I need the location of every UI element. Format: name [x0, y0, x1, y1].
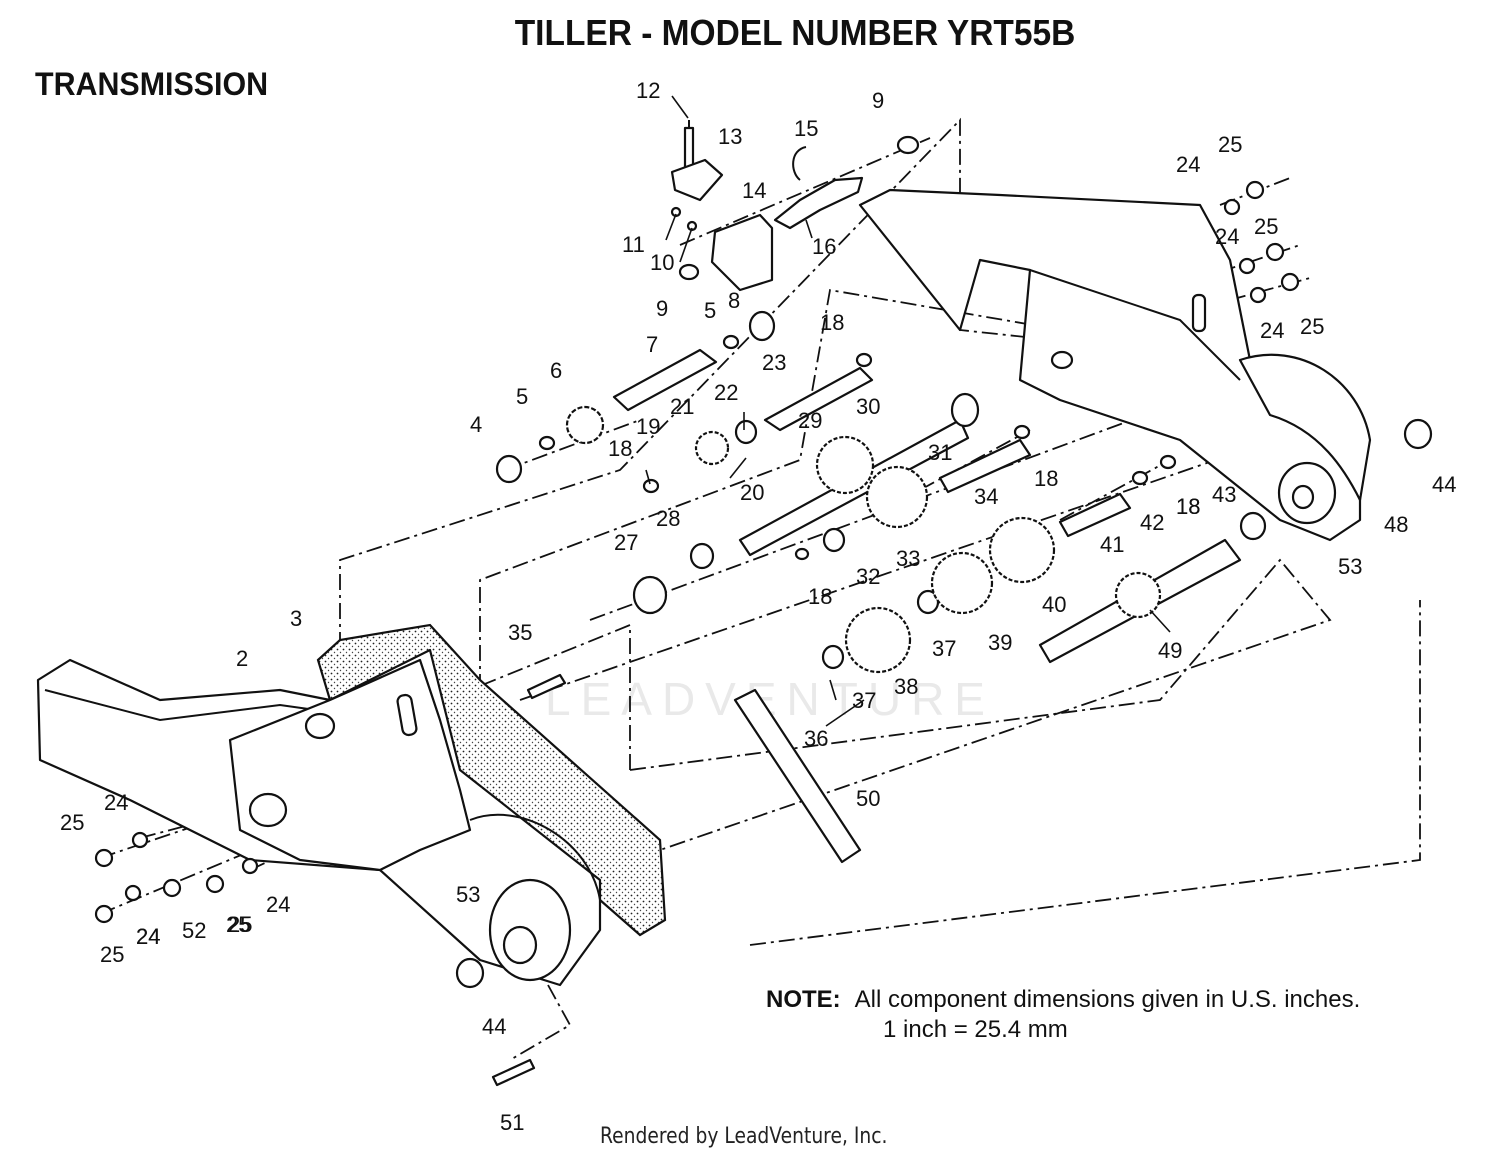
callout-label: 36 — [804, 726, 828, 751]
callout-label: 23 — [762, 350, 786, 375]
callout-label: 5 — [704, 298, 716, 323]
callout-label: 44 — [1432, 472, 1456, 497]
callout-label: 10 — [650, 250, 674, 275]
callout-label: 31 — [928, 440, 952, 465]
callout-label: 51 — [500, 1110, 524, 1135]
render-credit: Rendered by LeadVenture, Inc. — [600, 1124, 888, 1149]
callout-label: 19 — [636, 414, 660, 439]
callout-leaders — [645, 95, 1171, 727]
right-chain-case-half — [858, 188, 1372, 542]
callout-label: 25 — [60, 810, 84, 835]
callout-label: 21 — [670, 394, 694, 419]
callout-label: 24 — [1260, 318, 1284, 343]
callout-label: 32 — [856, 564, 880, 589]
section-title: TRANSMISSION — [35, 66, 269, 102]
callout-label: 20 — [740, 480, 764, 505]
callout-label: 18 — [808, 584, 832, 609]
note-label: NOTE: — [766, 986, 841, 1013]
note-line-2: 1 inch = 25.4 mm — [883, 1016, 1068, 1043]
callout-label: 39 — [988, 630, 1012, 655]
callout-label: 25 — [1254, 214, 1278, 239]
callout-label: 25 — [226, 912, 250, 937]
callout-label: 14 — [742, 178, 766, 203]
callout-label: 25 — [1218, 132, 1242, 157]
drive-belt — [733, 688, 862, 864]
callout-label: 2 — [236, 646, 248, 671]
callout-label: 53 — [1338, 554, 1362, 579]
callout-label: 24 — [104, 790, 128, 815]
callout-label: 53 — [456, 882, 480, 907]
callout-label: 37 — [932, 636, 956, 661]
shift-assembly — [670, 120, 920, 292]
callout-label: 27 — [614, 530, 638, 555]
callout-label: 9 — [656, 296, 668, 321]
callout-label: 29 — [798, 408, 822, 433]
callout-label: 52 — [182, 918, 206, 943]
page-title: TILLER - MODEL NUMBER YRT55B — [514, 12, 1076, 53]
callout-label: 35 — [508, 620, 532, 645]
dimension-note: NOTE: All component dimensions given in U… — [766, 985, 1360, 1045]
callout-label: 25 — [1300, 314, 1324, 339]
callout-label: 38 — [894, 674, 918, 699]
callout-label: 33 — [896, 546, 920, 571]
callout-label: 5 — [516, 384, 528, 409]
left-hardware — [94, 180, 1300, 1087]
callout-label: 18 — [608, 436, 632, 461]
callout-label: 24 — [1176, 152, 1200, 177]
callout-label: 11 — [622, 232, 645, 257]
callout-label: 49 — [1158, 638, 1182, 663]
callout-label: 12 — [636, 78, 660, 103]
callout-label: 24 — [266, 892, 290, 917]
callout-label: 30 — [856, 394, 880, 419]
callout-label: 41 — [1100, 532, 1124, 557]
note-line-1: All component dimensions given in U.S. i… — [854, 986, 1361, 1013]
callout-label: 43 — [1212, 482, 1236, 507]
gears-and-sprockets — [565, 405, 1162, 674]
callout-label: 24 — [1215, 224, 1239, 249]
callout-label: 34 — [974, 484, 998, 509]
callout-label: 4 — [470, 412, 482, 437]
callout-label: 44 — [482, 1014, 506, 1039]
callout-label: 50 — [856, 786, 880, 811]
callout-label: 28 — [656, 506, 680, 531]
callout-label: 24 — [136, 924, 160, 949]
callout-label: 13 — [718, 124, 742, 149]
callout-label: 48 — [1384, 512, 1408, 537]
left-chain-case-half — [36, 648, 602, 987]
callout-label: 18 — [1176, 494, 1200, 519]
callout-label: 18 — [1034, 466, 1058, 491]
callout-label: 42 — [1140, 510, 1164, 535]
callout-label: 24 — [136, 924, 160, 949]
callout-label: 37 — [852, 688, 876, 713]
callout-label: 7 — [646, 332, 658, 357]
callout-label: 18 — [1176, 494, 1200, 519]
callout-label: 25 — [100, 942, 124, 967]
callout-label: 25 — [228, 912, 252, 937]
callout-label: 3 — [290, 606, 302, 631]
callout-label: 6 — [550, 358, 562, 383]
callout-label: 16 — [812, 234, 836, 259]
callout-label: 22 — [714, 380, 738, 405]
callout-label: 40 — [1042, 592, 1066, 617]
callout-label: 8 — [728, 288, 740, 313]
callout-label: 18 — [820, 310, 844, 335]
callout-label: 9 — [872, 88, 884, 113]
callout-labels: 12 13 15 9 25 24 25 24 11 14 16 10 9 8 5… — [60, 78, 1456, 1135]
callout-label: 15 — [794, 116, 818, 141]
